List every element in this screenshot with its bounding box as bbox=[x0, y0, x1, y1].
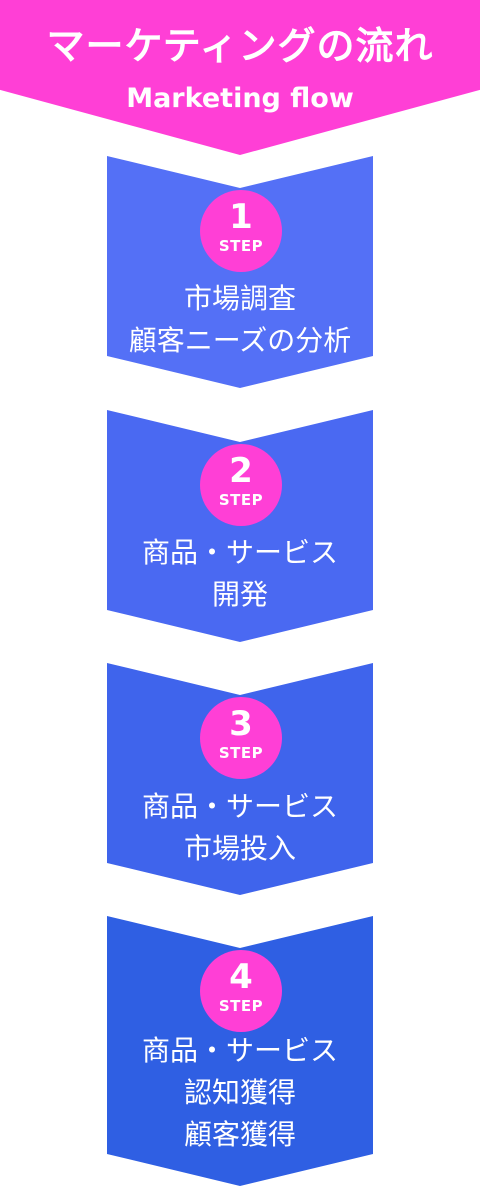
step-label: STEP bbox=[218, 997, 264, 1015]
step-line: 顧客獲得 bbox=[183, 1118, 296, 1151]
step-line: 認知獲得 bbox=[183, 1076, 296, 1109]
step-4: 4 STEP 商品・サービス 認知獲得 顧客獲得 bbox=[107, 916, 373, 1186]
step-badge: 1 STEP bbox=[200, 190, 282, 272]
step-line: 顧客ニーズの分析 bbox=[128, 324, 352, 357]
step-1: 1 STEP 市場調査 顧客ニーズの分析 bbox=[107, 156, 373, 388]
step-label: STEP bbox=[218, 237, 264, 255]
step-line: 開発 bbox=[211, 578, 268, 611]
step-number: 2 bbox=[229, 451, 253, 491]
step-badge: 4 STEP bbox=[200, 950, 282, 1032]
step-description: 市場調査 顧客ニーズの分析 bbox=[107, 278, 373, 362]
step-description: 商品・サービス 認知獲得 顧客獲得 bbox=[107, 1030, 373, 1156]
step-description: 商品・サービス 市場投入 bbox=[107, 786, 373, 870]
step-line: 商品・サービス bbox=[141, 536, 338, 569]
step-label: STEP bbox=[218, 744, 264, 762]
step-3: 3 STEP 商品・サービス 市場投入 bbox=[107, 663, 373, 895]
step-description: 商品・サービス 開発 bbox=[107, 532, 373, 616]
page-subtitle: Marketing flow bbox=[126, 83, 354, 114]
header-banner: マーケティングの流れ Marketing flow bbox=[0, 0, 480, 155]
step-label: STEP bbox=[218, 491, 264, 509]
step-number: 4 bbox=[229, 957, 253, 997]
step-line: 市場調査 bbox=[183, 282, 296, 315]
step-line: 商品・サービス bbox=[141, 1034, 338, 1067]
page-title: マーケティングの流れ bbox=[46, 24, 434, 68]
step-2: 2 STEP 商品・サービス 開発 bbox=[107, 410, 373, 642]
step-number: 3 bbox=[229, 704, 253, 744]
step-line: 市場投入 bbox=[183, 832, 296, 865]
step-badge: 3 STEP bbox=[200, 697, 282, 779]
step-line: 商品・サービス bbox=[141, 790, 338, 823]
step-badge: 2 STEP bbox=[200, 444, 282, 526]
step-number: 1 bbox=[229, 197, 253, 237]
